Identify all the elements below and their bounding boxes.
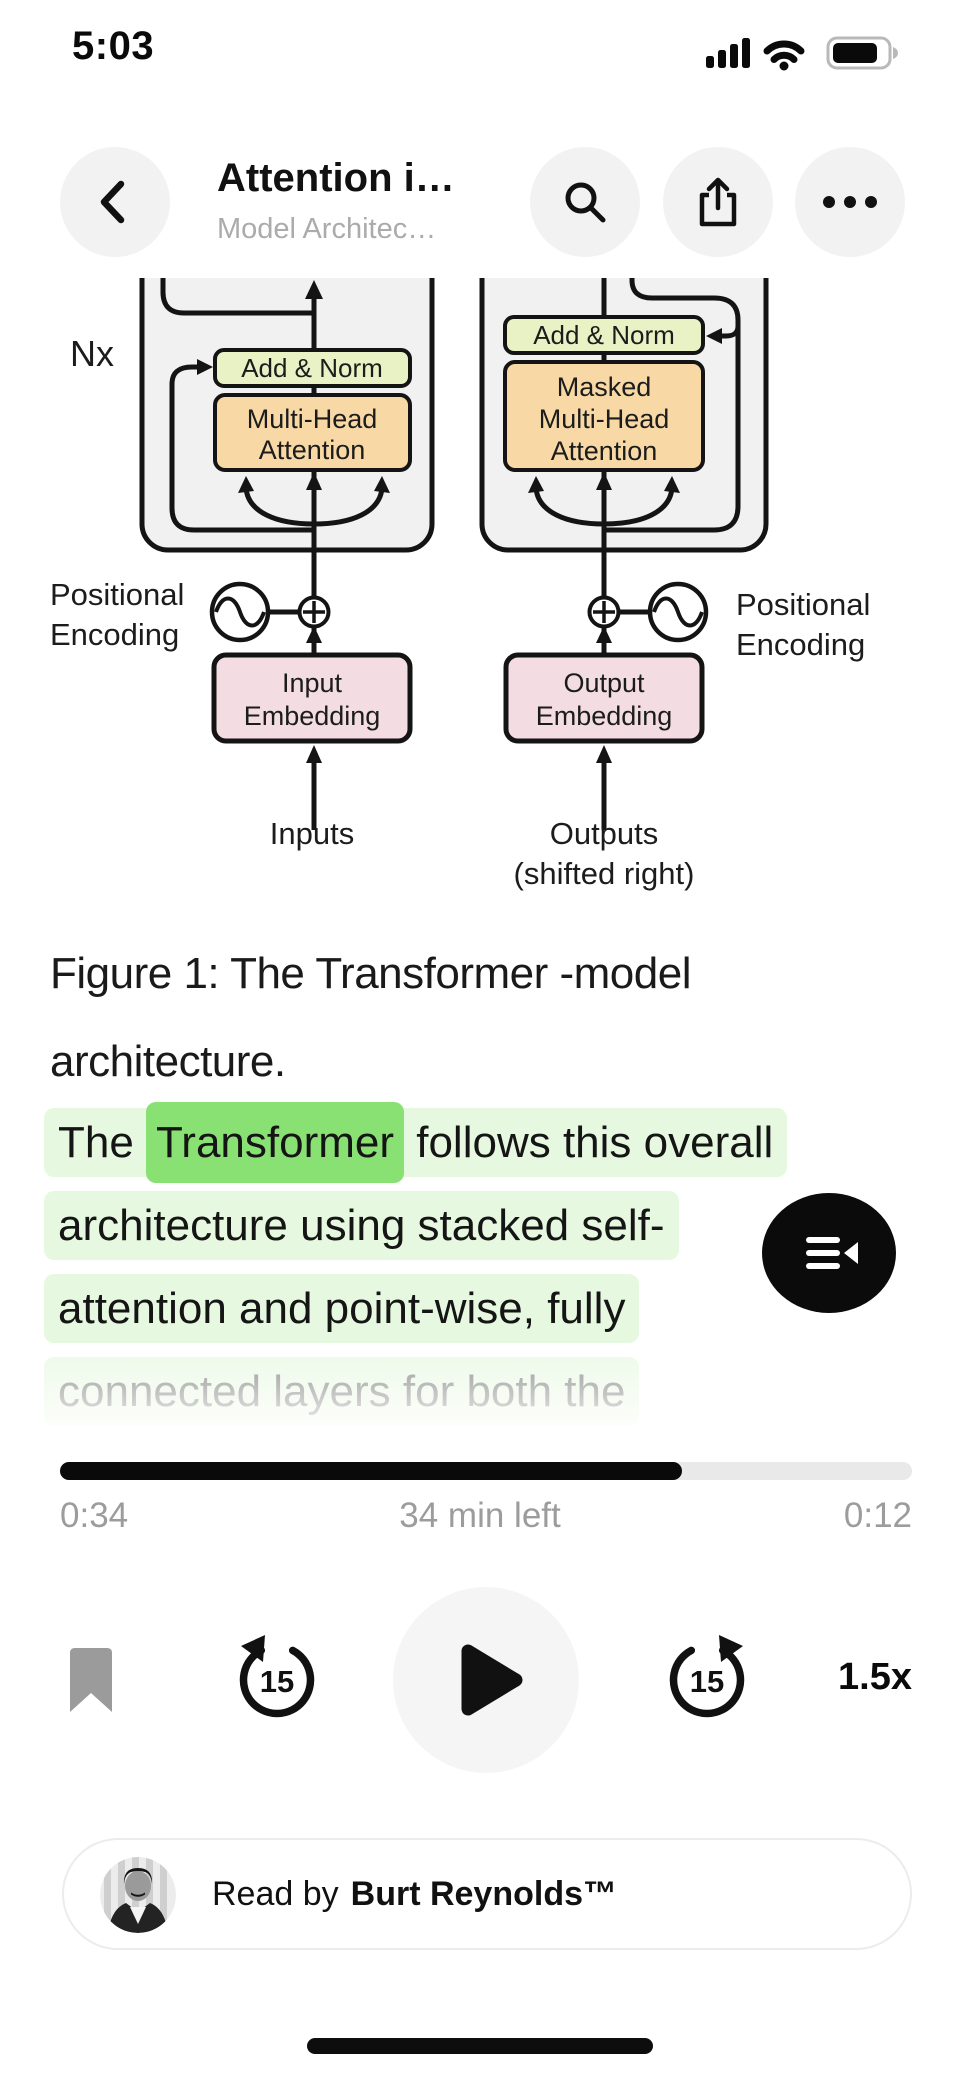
narrator-card[interactable]: Read by Burt Reynolds™	[62, 1838, 912, 1950]
output-embedding-box	[503, 652, 705, 744]
home-indicator[interactable]	[307, 2038, 653, 2054]
arrowheads	[197, 280, 722, 763]
transformer-architecture-figure: Add & Norm Multi-Head Attention Add & No…	[50, 278, 870, 891]
nx-label: Nx	[70, 333, 114, 374]
search-button[interactable]	[530, 147, 640, 257]
forward-15-icon: 15	[669, 1635, 745, 1718]
encoder-attention-label-1: Multi-Head	[247, 404, 378, 434]
progress-bar[interactable]	[60, 1462, 912, 1480]
progress-fill	[60, 1462, 682, 1480]
rewind-15-icon: 15	[239, 1635, 315, 1718]
segment-time: 0:12	[843, 1496, 912, 1535]
narrator-label: Read by Burt Reynolds™	[212, 1840, 617, 1948]
read-along-triangle-icon	[844, 1242, 858, 1264]
encoder-add-norm-label: Add & Norm	[241, 353, 383, 383]
outputs-shifted-right-label: (shifted right)	[514, 856, 695, 891]
input-embedding-box	[211, 652, 413, 744]
paragraph-text: The	[58, 1118, 147, 1167]
status-time: 5:03	[72, 24, 155, 68]
time-labels: 0:34 34 min left 0:12	[0, 1496, 960, 1546]
play-icon	[461, 1644, 523, 1716]
play-button[interactable]	[393, 1587, 579, 1773]
paragraph-line[interactable]: connected layers for both the	[44, 1357, 934, 1445]
paragraph-text: architecture using stacked self-	[44, 1191, 679, 1260]
figure-caption: Figure 1: The Transformer -model archite…	[50, 930, 692, 1106]
ellipsis-icon	[823, 196, 877, 208]
skip-forward-button[interactable]: 15	[661, 1631, 753, 1728]
output-embedding-label-1: Output	[563, 668, 645, 698]
read-along-button[interactable]	[762, 1193, 896, 1313]
figure-caption-line-1: Figure 1: The Transformer -model	[50, 949, 692, 998]
status-icons	[700, 36, 912, 85]
paragraph-text: connected layers for both the	[44, 1357, 640, 1426]
input-embedding-label-2: Embedding	[244, 701, 381, 731]
figure-caption-line-2: architecture.	[50, 1037, 286, 1086]
cellular-signal-icon	[706, 38, 750, 68]
outputs-label: Outputs	[550, 816, 659, 851]
time-remaining: 34 min left	[399, 1496, 561, 1535]
encoder-attention-box	[213, 393, 412, 472]
read-along-queue-icon	[806, 1230, 840, 1276]
document-title-block: Attention i… Model Architec…	[217, 156, 517, 246]
svg-text:15: 15	[690, 1664, 724, 1699]
bookmark-button[interactable]	[64, 1648, 118, 1719]
paragraph-line[interactable]: attention and point-wise, fully	[44, 1274, 934, 1362]
narrator-avatar	[100, 1857, 176, 1933]
share-button[interactable]	[663, 147, 773, 257]
current-word-highlight: Transformer	[146, 1102, 405, 1183]
narrator-name: Burt Reynolds™	[350, 1874, 617, 1913]
search-icon	[565, 182, 606, 223]
decoder-add-norm-box	[503, 315, 705, 355]
paragraph-line[interactable]: architecture using stacked self-	[44, 1191, 934, 1279]
elapsed-time: 0:34	[60, 1496, 129, 1535]
more-button[interactable]	[795, 147, 905, 257]
inputs-label: Inputs	[270, 816, 354, 851]
decoder-attention-box	[503, 360, 705, 472]
wifi-icon	[763, 40, 805, 71]
decoder-attention-label-1: Masked	[557, 372, 652, 402]
chevron-left-icon	[100, 180, 125, 224]
playback-speed-button[interactable]: 1.5x	[838, 1656, 912, 1698]
positional-encoding-right-label-2: Encoding	[736, 627, 865, 662]
share-icon	[699, 177, 737, 227]
svg-text:15: 15	[260, 1664, 294, 1699]
positional-encoding-left-label-2: Encoding	[50, 617, 179, 652]
battery-icon	[826, 36, 898, 70]
positional-encoding-right-label-1: Positional	[736, 587, 870, 622]
decoder-attention-label-3: Attention	[551, 436, 658, 466]
encoder-attention-label-2: Attention	[259, 435, 366, 465]
paragraph-text: attention and point-wise, fully	[44, 1274, 640, 1343]
page-subtitle: Model Architec…	[217, 213, 437, 245]
read-by-text: Read by	[212, 1874, 339, 1913]
back-button[interactable]	[60, 147, 170, 257]
encoder-add-norm-box	[213, 348, 412, 388]
decoder-attention-label-2: Multi-Head	[539, 404, 670, 434]
decoder-add-norm-label: Add & Norm	[533, 320, 675, 350]
skip-back-button[interactable]: 15	[231, 1631, 323, 1728]
output-embedding-label-2: Embedding	[536, 701, 673, 731]
bookmark-icon	[70, 1648, 112, 1712]
page-title: Attention i…	[217, 156, 455, 200]
paragraph-text: follows this overall	[404, 1118, 774, 1167]
paragraph-line[interactable]: The Transformer follows this overall	[44, 1102, 934, 1196]
positional-encoding-left-label-1: Positional	[50, 577, 184, 612]
input-embedding-label-1: Input	[282, 668, 343, 698]
